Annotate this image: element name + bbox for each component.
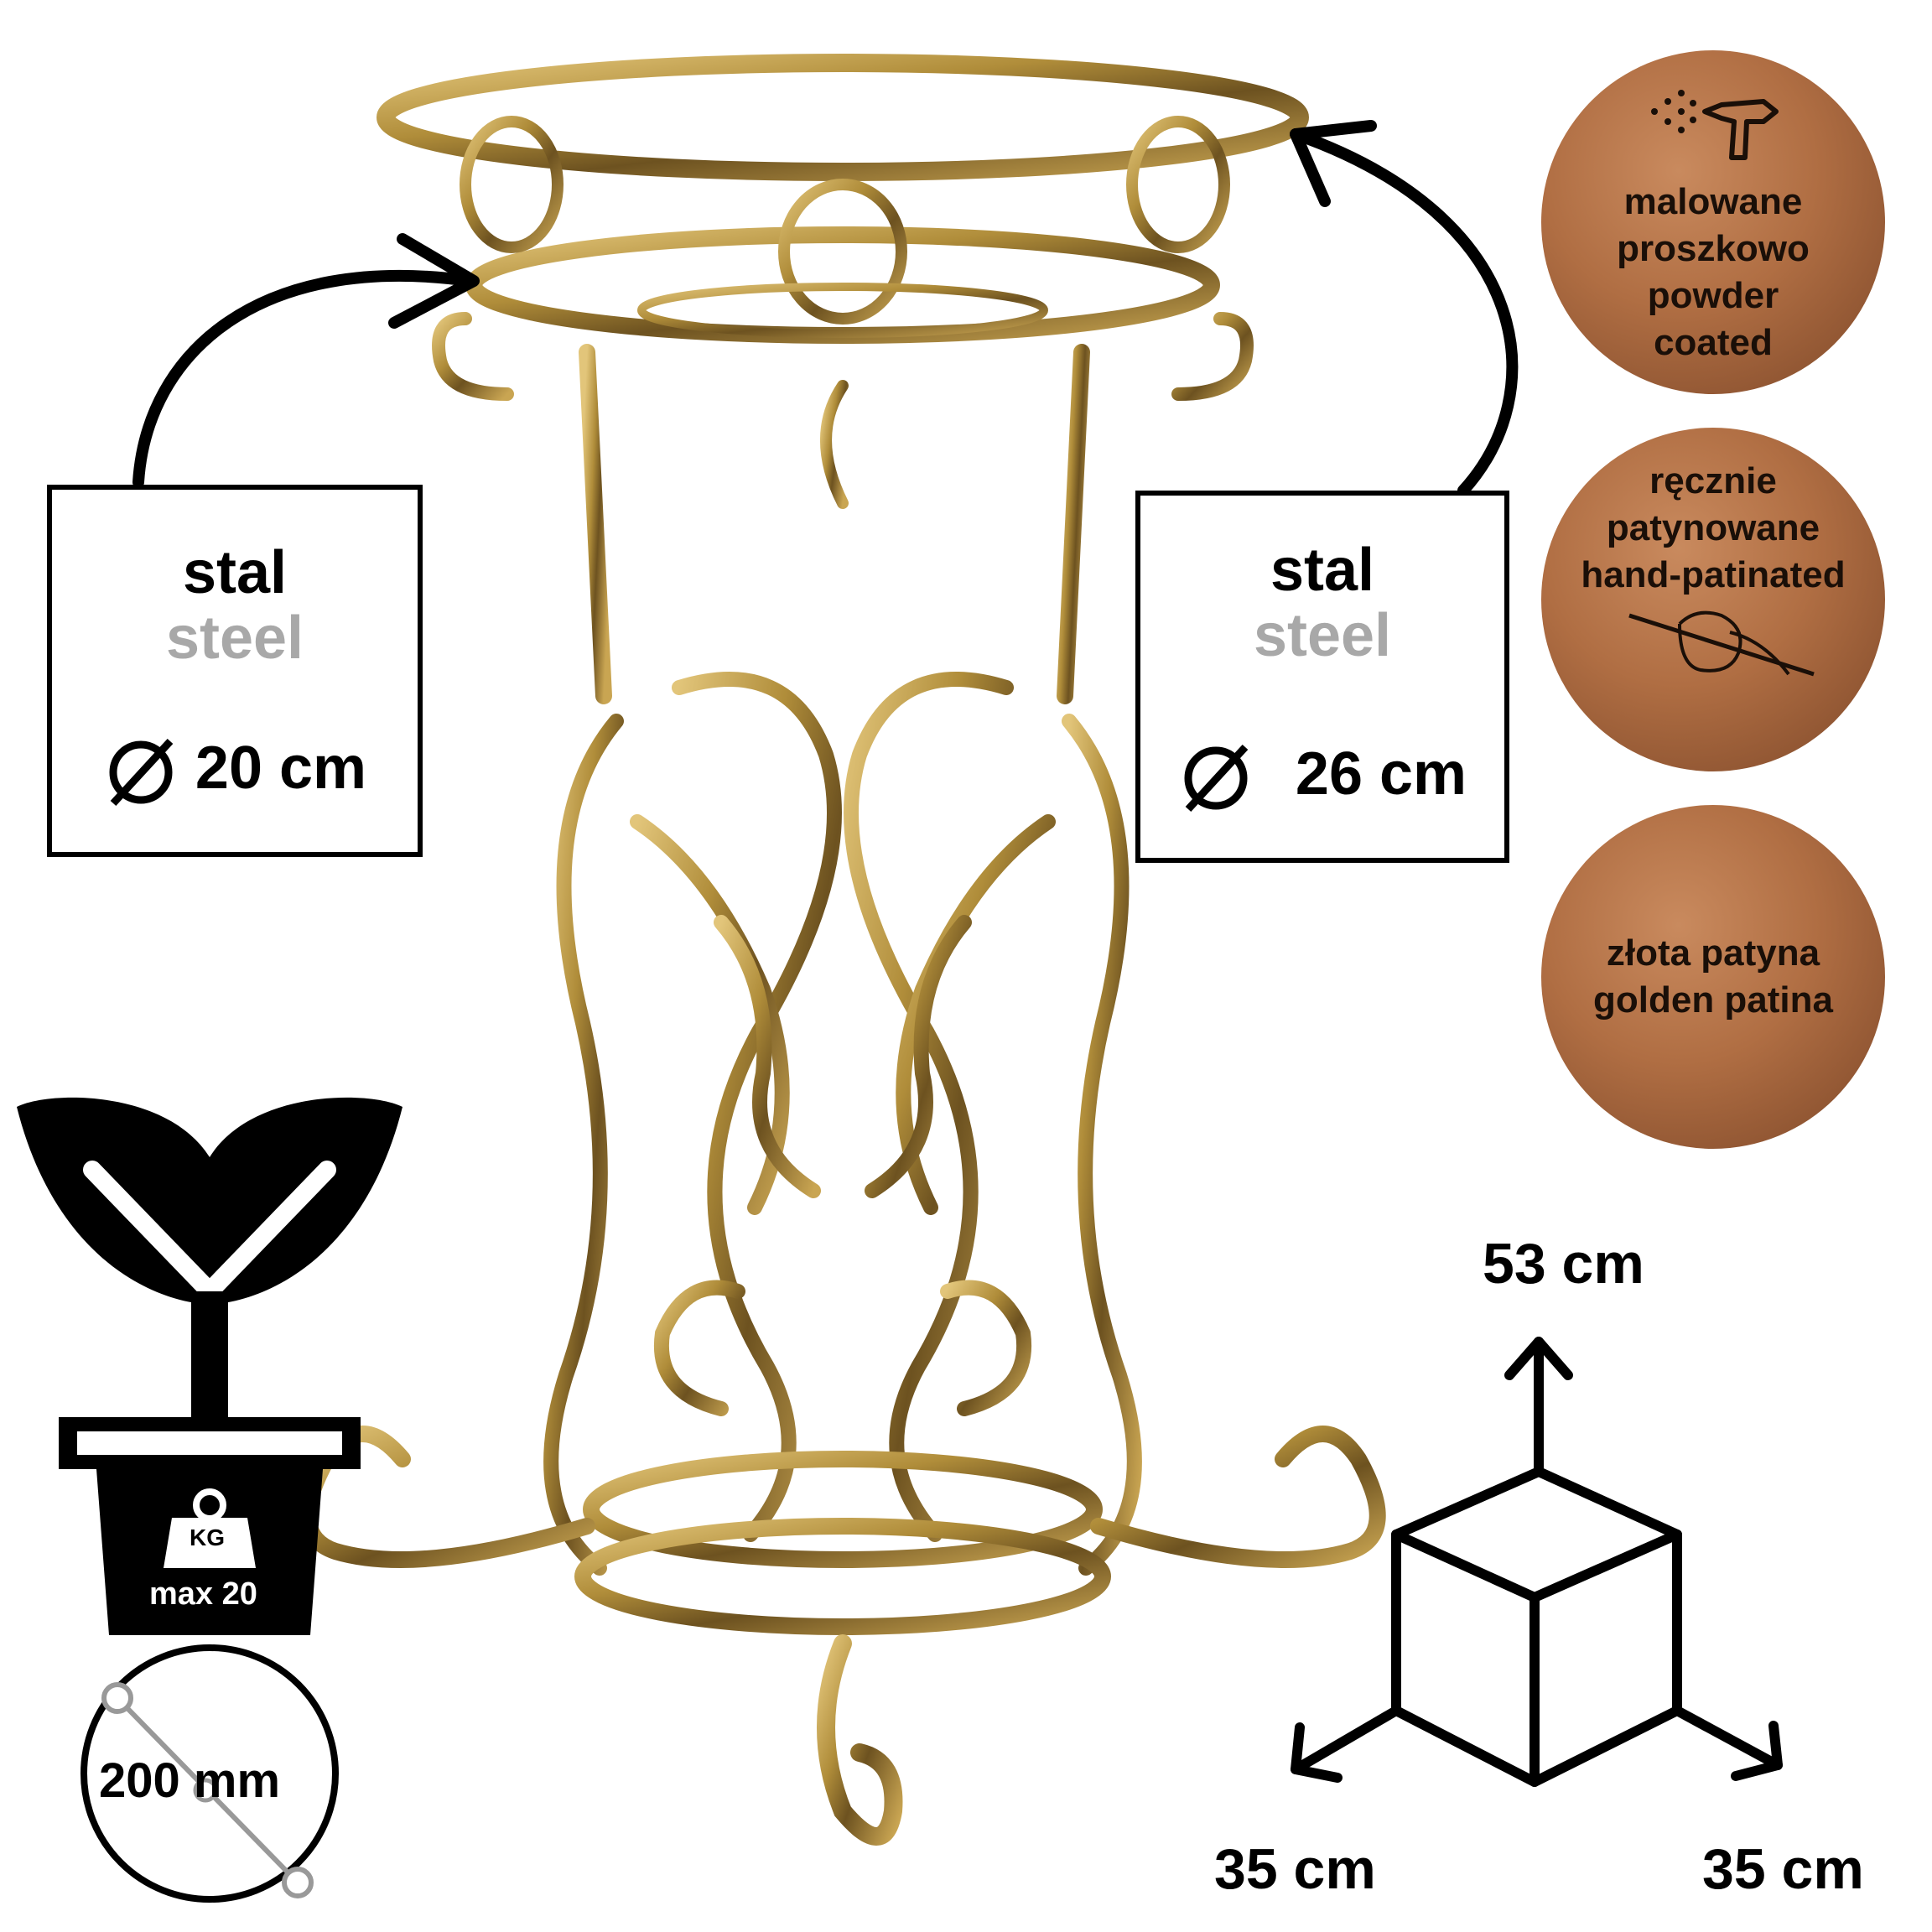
max-load-text: max 20 — [149, 1576, 257, 1612]
spray-gun-icon — [1651, 90, 1779, 160]
pot-size-text: 200 mm — [99, 1753, 281, 1808]
left-ring-label: stal steel 20 cm — [47, 485, 423, 857]
pointer-arrows — [132, 120, 1519, 496]
powder-coated-badge: malowane proszkowo powder coated — [1541, 50, 1885, 394]
badge-line: złota patyna — [1606, 932, 1820, 974]
depth-dimension: 35 cm — [1702, 1837, 1864, 1901]
cube-icon — [1291, 1337, 1783, 1787]
diameter-row: 20 cm — [52, 734, 418, 810]
weight-unit: KG — [190, 1524, 225, 1550]
hand-brush-icon — [1628, 610, 1815, 677]
badge-line: coated — [1654, 322, 1773, 363]
width-dimension: 35 cm — [1214, 1837, 1376, 1901]
golden-patina-badge: złota patyna golden patina — [1541, 805, 1885, 1149]
badge-line: proszkowo — [1617, 228, 1810, 269]
diameter-circle-icon — [80, 1644, 339, 1903]
diameter-icon — [1184, 744, 1249, 813]
height-dimension: 53 cm — [1483, 1232, 1644, 1296]
badge-line: golden patina — [1593, 979, 1833, 1021]
diameter-value: 20 cm — [195, 735, 367, 802]
diameter-value: 26 cm — [1295, 740, 1467, 808]
diameter-icon — [109, 738, 174, 807]
plant-stand — [299, 54, 1386, 1846]
hand-patinated-badge: ręcznie patynowane hand-patinated — [1541, 428, 1885, 771]
right-ring-label: stal steel 26 cm — [1135, 491, 1509, 863]
badge-line: malowane — [1623, 181, 1803, 222]
badge-line: powder — [1647, 275, 1779, 316]
material-pl: stal — [182, 539, 288, 606]
material-en: steel — [1253, 602, 1392, 669]
plant-pot-icon — [17, 1097, 402, 1635]
weight-icon — [164, 1518, 256, 1568]
badge-line: ręcznie — [1649, 460, 1777, 501]
badge-line: patynowane — [1606, 507, 1820, 548]
diameter-row: 26 cm — [1140, 740, 1504, 816]
material-pl: stal — [1270, 537, 1375, 604]
badge-line: hand-patinated — [1581, 554, 1846, 595]
material-en: steel — [165, 605, 304, 672]
